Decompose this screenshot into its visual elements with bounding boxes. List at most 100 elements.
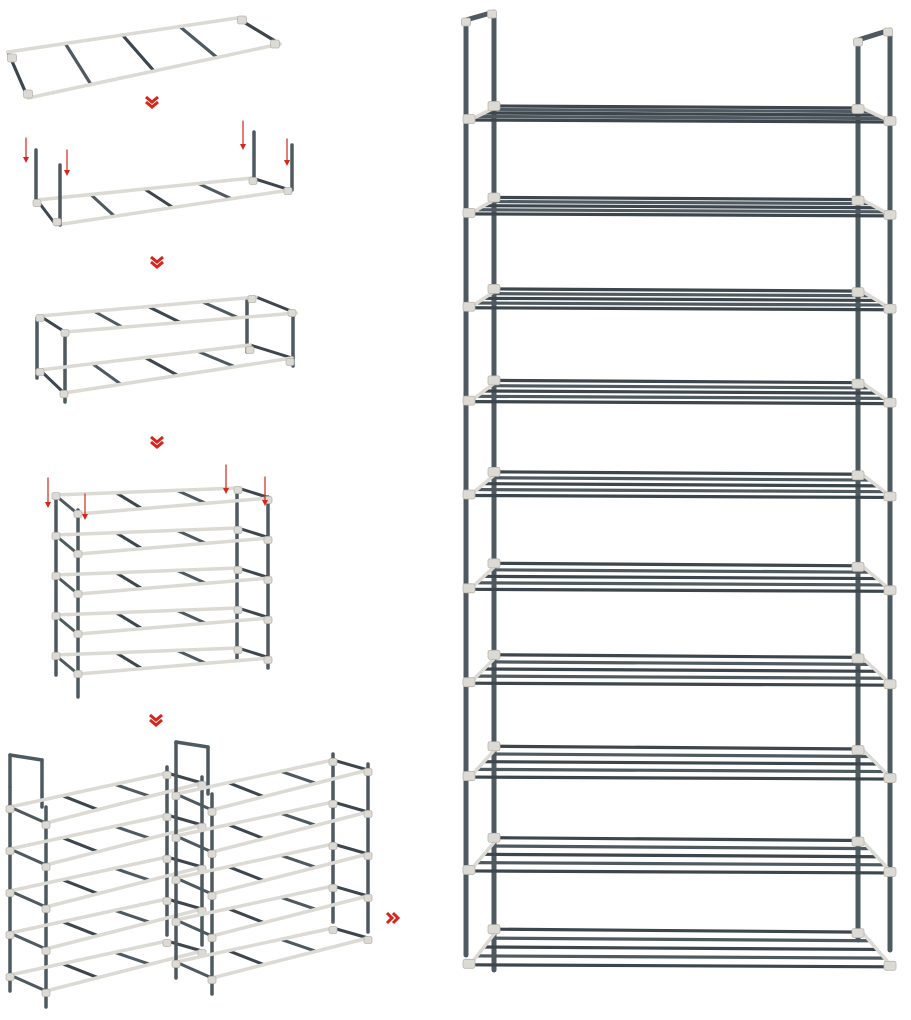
shelf-connector [23, 89, 33, 99]
shelf-connector [162, 813, 172, 821]
shelf-rod [8, 847, 48, 867]
step-two-five-tier-racks [5, 740, 373, 1009]
shelf-connector [487, 649, 501, 660]
shelf-end-bar [62, 356, 294, 395]
shelf-connector [73, 510, 83, 518]
shelf-connector [237, 15, 247, 25]
shelf-connector [883, 491, 897, 502]
shelf-end-bar [174, 758, 335, 796]
shelf-connector [853, 37, 863, 47]
chevron-double-down-icon [150, 435, 164, 449]
shelf-rod [200, 300, 240, 320]
shelf-connector [73, 590, 83, 598]
shelf-end-bar [53, 526, 240, 537]
shelf-connector [41, 989, 51, 997]
shelf-rod [120, 33, 156, 73]
shelf-rod [475, 301, 887, 307]
shelf-rod [114, 611, 144, 631]
shelf-rod [331, 884, 370, 898]
shelf-rod [489, 752, 872, 759]
shelf-rod [482, 389, 879, 395]
shelf-connector [248, 177, 258, 185]
shelf-rod [468, 306, 894, 312]
shelf-rod [468, 681, 894, 687]
shelf-rod [489, 936, 872, 943]
shelf-end-bar [76, 656, 272, 676]
shelf-end-bar [76, 576, 272, 596]
shelf-connector [462, 771, 476, 781]
red-down-arrow-icon [82, 493, 88, 520]
shelf-rod [175, 568, 208, 585]
shelf-rod [178, 24, 219, 60]
shelf-connector [851, 104, 865, 114]
shelf-connector [233, 646, 243, 654]
shelf-rod [482, 574, 879, 581]
red-down-arrow-icon [223, 464, 229, 494]
shelf-end-bar [53, 486, 240, 497]
shelf-connector [487, 375, 501, 386]
shelf-end-bar [174, 926, 335, 964]
shelf-rod [114, 531, 144, 551]
shelf-end-bar [38, 295, 258, 318]
shelf-end-bar [53, 646, 240, 657]
arrow-head [23, 157, 29, 163]
shelf-rod [175, 528, 208, 545]
shelf-connector [73, 550, 83, 558]
shelf-end-bar [8, 771, 169, 809]
shelf-connector [51, 612, 61, 620]
shelf-connector [5, 805, 15, 813]
shelf-rod [60, 962, 100, 980]
shelf-rod [496, 653, 864, 660]
step-single-shelf [6, 15, 282, 100]
rack-ten-tier-shoe-rack [461, 9, 897, 973]
shelf-rod [331, 926, 370, 940]
shelf-rod [92, 309, 125, 329]
shelf-tier [468, 378, 894, 406]
shelf-connector [462, 207, 476, 218]
shelf-rod [113, 950, 152, 966]
shelf-end-bar [174, 842, 335, 880]
shelf-connector [883, 585, 897, 596]
shelf-end-bar [76, 536, 272, 556]
chevron-double-down-icon [150, 255, 164, 269]
shelf-connector [207, 976, 217, 984]
shelf-rod [175, 488, 208, 505]
chevron-double-right-icon [385, 911, 401, 925]
shelf-tier [468, 653, 894, 687]
shelf-rod [165, 897, 204, 911]
shelf-connector [462, 395, 476, 406]
shelf-rod [489, 660, 872, 666]
shelf-rod [475, 581, 887, 587]
shelf-rod [475, 767, 887, 774]
shelf-rod [482, 945, 879, 952]
shelf-rod [174, 792, 214, 812]
shelf-rod [60, 920, 100, 938]
shelf-connector [285, 358, 295, 366]
shelf-connector [263, 656, 273, 664]
shelf-tier [174, 926, 370, 980]
shelf-connector [60, 329, 70, 337]
shelf-rod [331, 758, 370, 772]
shelf-rod [279, 895, 318, 911]
shelf-rod [489, 476, 872, 482]
shelf-rod [468, 775, 894, 781]
shelf-rod [236, 646, 272, 660]
arrow-head [240, 144, 246, 150]
shelf-rod [165, 855, 204, 869]
shelf-rod [236, 526, 272, 540]
shelf-rod [226, 781, 266, 799]
shelf-connector [171, 834, 181, 842]
shelf-connector [35, 314, 45, 322]
assembly-steps [5, 15, 373, 1009]
shelf-end-bar [210, 936, 370, 980]
shelf-connector [328, 800, 338, 808]
shelf-rod [468, 869, 894, 875]
shelf-connector [162, 897, 172, 905]
shelf-tier [468, 561, 894, 594]
shelf-connector [462, 677, 476, 688]
shelf-connector [851, 378, 865, 389]
shelf-tier [468, 287, 894, 312]
shelf-end-bar [210, 810, 370, 854]
shelf-rod [113, 782, 152, 798]
